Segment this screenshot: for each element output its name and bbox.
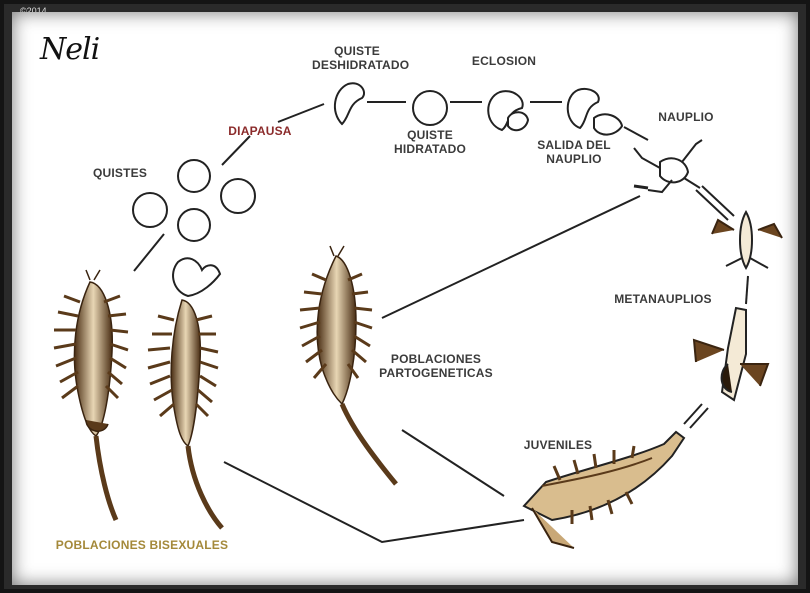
line-diapausa-to-dehydrated	[278, 104, 324, 122]
cyst-circle	[178, 209, 210, 241]
label-line: POBLACIONES	[376, 352, 496, 366]
label-line: PARTOGENETICAS	[376, 366, 496, 380]
nauplius-larva-icon	[634, 140, 702, 192]
label-diapausa: DIAPAUSA	[220, 124, 300, 138]
label-juveniles: JUVENILES	[510, 438, 606, 452]
eclosion-cyst-icon	[488, 91, 528, 130]
cycle-connector-lines	[134, 102, 748, 542]
label-metanauplios: METANAUPLIOS	[608, 292, 718, 306]
dehydrated-cyst-icon	[335, 83, 364, 124]
line-salida-to-nauplio	[624, 127, 648, 140]
line-partogenetic-to-juvenile	[402, 430, 504, 496]
line-cysts-to-diapausa-1	[222, 136, 250, 165]
label-poblaciones-bisexuales: POBLACIONES BISEXUALES	[42, 538, 242, 552]
label-eclosion: ECLOSION	[462, 54, 546, 68]
cyst-circle	[178, 160, 210, 192]
line-meta2-to-juvenile-b	[690, 408, 708, 428]
line-meta1-to-meta2	[746, 276, 748, 304]
label-quiste-deshidratado: QUISTE DESHIDRATADO	[312, 44, 402, 72]
label-quistes: QUISTES	[82, 166, 158, 180]
adult-bisexual-male-icon	[148, 258, 222, 528]
line-adults-to-cysts	[134, 234, 164, 271]
adult-bisexual-female-icon	[54, 270, 128, 520]
label-line: QUISTE	[382, 128, 478, 142]
label-line: NAUPLIO	[526, 152, 622, 166]
line-nauplio-to-partogenetic	[382, 196, 640, 318]
line-juvenile-to-bisexual	[224, 462, 524, 542]
label-line: SALIDA DEL	[526, 138, 622, 152]
label-line: QUISTE	[312, 44, 402, 58]
label-quiste-hidratado: QUISTE HIDRATADO	[382, 128, 478, 156]
label-nauplio: NAUPLIO	[646, 110, 726, 124]
metanauplius-stage-1-icon	[712, 212, 782, 268]
line-meta2-to-juvenile-a	[684, 404, 702, 424]
hydrated-cyst-icon	[413, 91, 447, 125]
label-poblaciones-partogeneticas: POBLACIONES PARTOGENETICAS	[376, 352, 496, 380]
cyst-circle	[133, 193, 167, 227]
metanauplius-stage-2-icon	[694, 308, 768, 400]
label-line: DESHIDRATADO	[312, 58, 402, 72]
nauplius-emerging-icon	[568, 89, 622, 135]
diagram-canvas: Neli	[12, 12, 798, 585]
label-salida-del-nauplio: SALIDA DEL NAUPLIO	[526, 138, 622, 166]
cyst-circle	[221, 179, 255, 213]
label-line: HIDRATADO	[382, 142, 478, 156]
